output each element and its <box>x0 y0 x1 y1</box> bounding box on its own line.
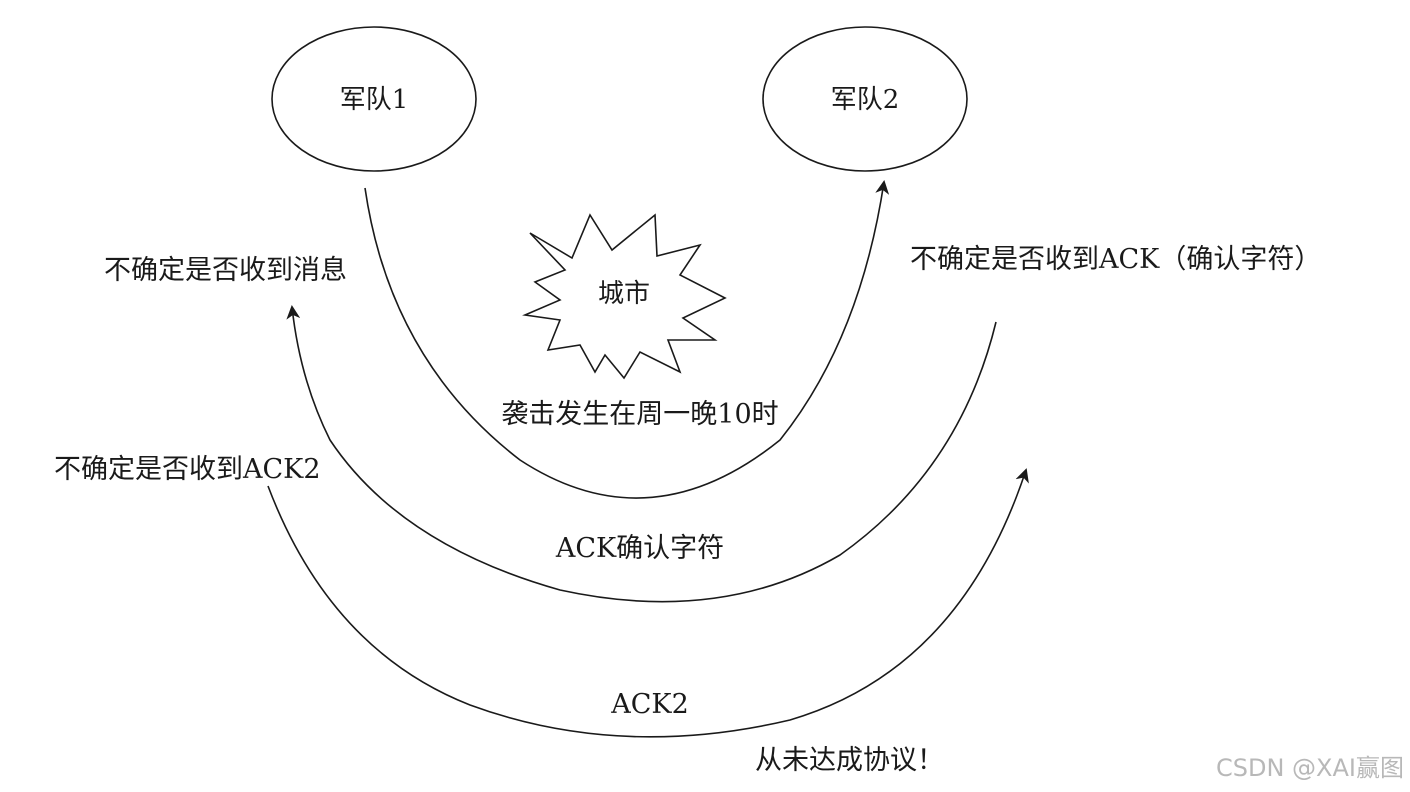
watermark: CSDN @XAI赢图 <box>1216 754 1404 782</box>
ack-char-label: ACK确认字符 <box>555 533 724 564</box>
army2-label: 军队2 <box>831 85 900 115</box>
message-curve <box>364 180 890 499</box>
city-starburst <box>522 213 727 380</box>
ack2-curve <box>267 468 1029 738</box>
uncertain-ack2-label: 不确定是否收到ACK2 <box>54 454 321 485</box>
army1-ellipse <box>271 26 477 172</box>
uncertain-message-label: 不确定是否收到消息 <box>104 255 347 286</box>
uncertain-ack-label: 不确定是否收到ACK（确认字符） <box>910 244 1321 275</box>
army1-label: 军队1 <box>340 85 409 115</box>
no-agreement-label: 从未达成协议！ <box>755 745 944 776</box>
ack2-label: ACK2 <box>610 689 689 720</box>
army2-ellipse <box>762 26 968 172</box>
attack-time-label: 袭击发生在周一晚10时 <box>501 399 778 430</box>
army2-node: 军队2 <box>762 26 968 172</box>
city-label: 城市 <box>598 279 650 309</box>
ack-curve <box>286 305 997 603</box>
city-node: 城市 <box>522 213 727 380</box>
army1-node: 军队1 <box>271 26 477 172</box>
